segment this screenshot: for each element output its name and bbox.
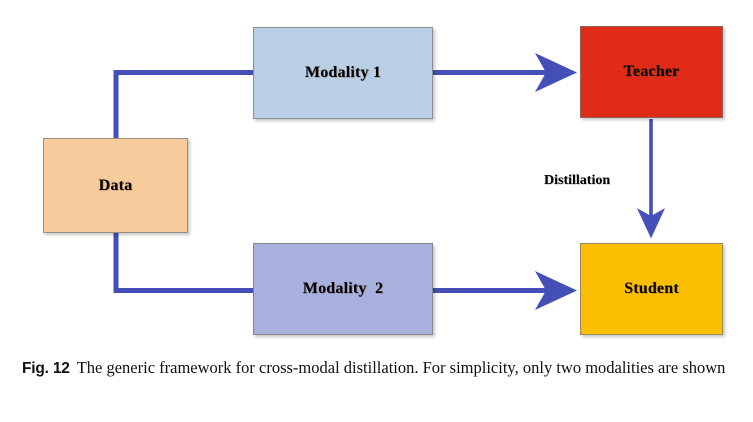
figure-caption-text: The generic framework for cross-modal di… [76, 358, 726, 377]
figure-caption-label: Fig. 12 [22, 360, 70, 377]
node-modality-2-label: Modality 2 [302, 280, 384, 297]
node-modality-1-label: Modality 1 [304, 64, 382, 81]
node-data[interactable]: Data [43, 138, 188, 233]
figure-caption: Fig. 12 The generic framework for cross-m… [22, 356, 734, 380]
edge-label-distillation: Distillation [544, 173, 611, 188]
node-teacher-label: Teacher [623, 63, 680, 80]
node-student-label: Student [624, 280, 679, 297]
node-modality-1[interactable]: Modality 1 [253, 27, 433, 119]
node-modality-2[interactable]: Modality 2 [253, 243, 433, 335]
node-data-label: Data [98, 176, 133, 194]
node-teacher[interactable]: Teacher [580, 26, 723, 118]
diagram-canvas: Data Modality 1 Modality 2 Teacher Stude… [43, 26, 723, 335]
node-student[interactable]: Student [580, 243, 723, 335]
